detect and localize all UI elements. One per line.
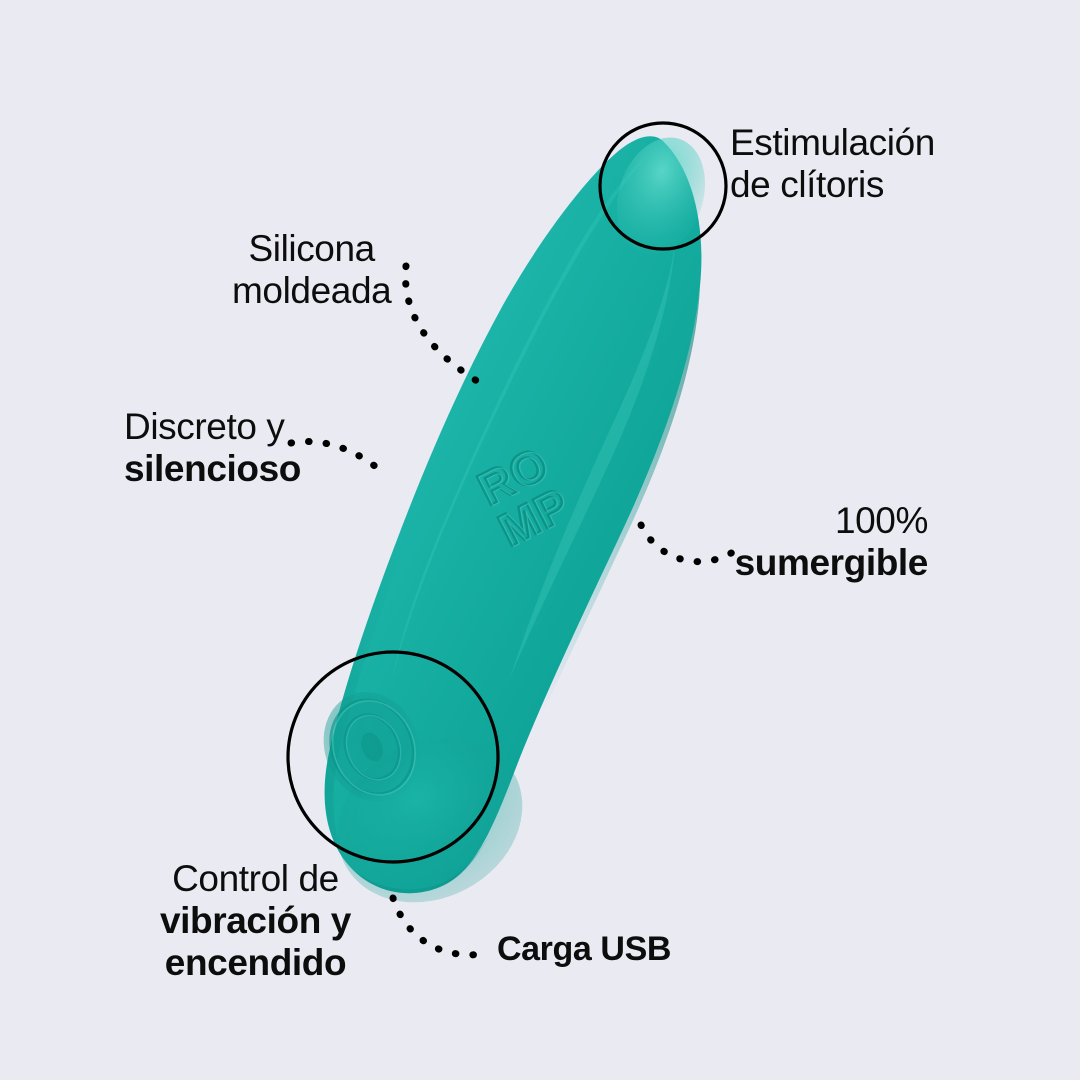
- callout-line: Estimulación: [730, 122, 935, 163]
- leader-discreto: [287, 438, 385, 475]
- callout-carga-usb: Carga USB: [497, 930, 671, 969]
- callout-line: de clítoris: [730, 164, 884, 206]
- callout-line: Control de: [172, 858, 339, 899]
- leader-sumergible: [637, 521, 748, 566]
- callout-line: encendido: [164, 942, 347, 984]
- callout-silicona-moldeada: Silicona moldeada: [232, 228, 392, 312]
- power-button[interactable]: [307, 677, 436, 816]
- callout-line: moldeada: [232, 270, 392, 312]
- callout-discreto-silencioso: Discreto y silencioso: [124, 406, 301, 490]
- callout-line: 100%: [834, 500, 928, 541]
- callout-control-vibracion-encendido: Control de vibración y encendido: [160, 858, 351, 985]
- callout-line: Discreto y: [124, 406, 285, 447]
- callout-estimulacion-clitoris: Estimulación de clítoris: [730, 122, 935, 206]
- annotation-circle-tip: [598, 121, 728, 251]
- callout-line: Silicona: [248, 228, 375, 269]
- callout-100-sumergible: 100% sumergible: [734, 500, 929, 584]
- leader-silicona: [401, 262, 481, 385]
- callout-line: silencioso: [124, 448, 301, 490]
- leader-usb: [389, 894, 494, 959]
- annotation-circle-power-button: [286, 650, 500, 864]
- callout-line: Carga USB: [497, 930, 672, 968]
- callout-line: vibración y: [160, 900, 351, 942]
- callout-line: sumergible: [734, 542, 929, 584]
